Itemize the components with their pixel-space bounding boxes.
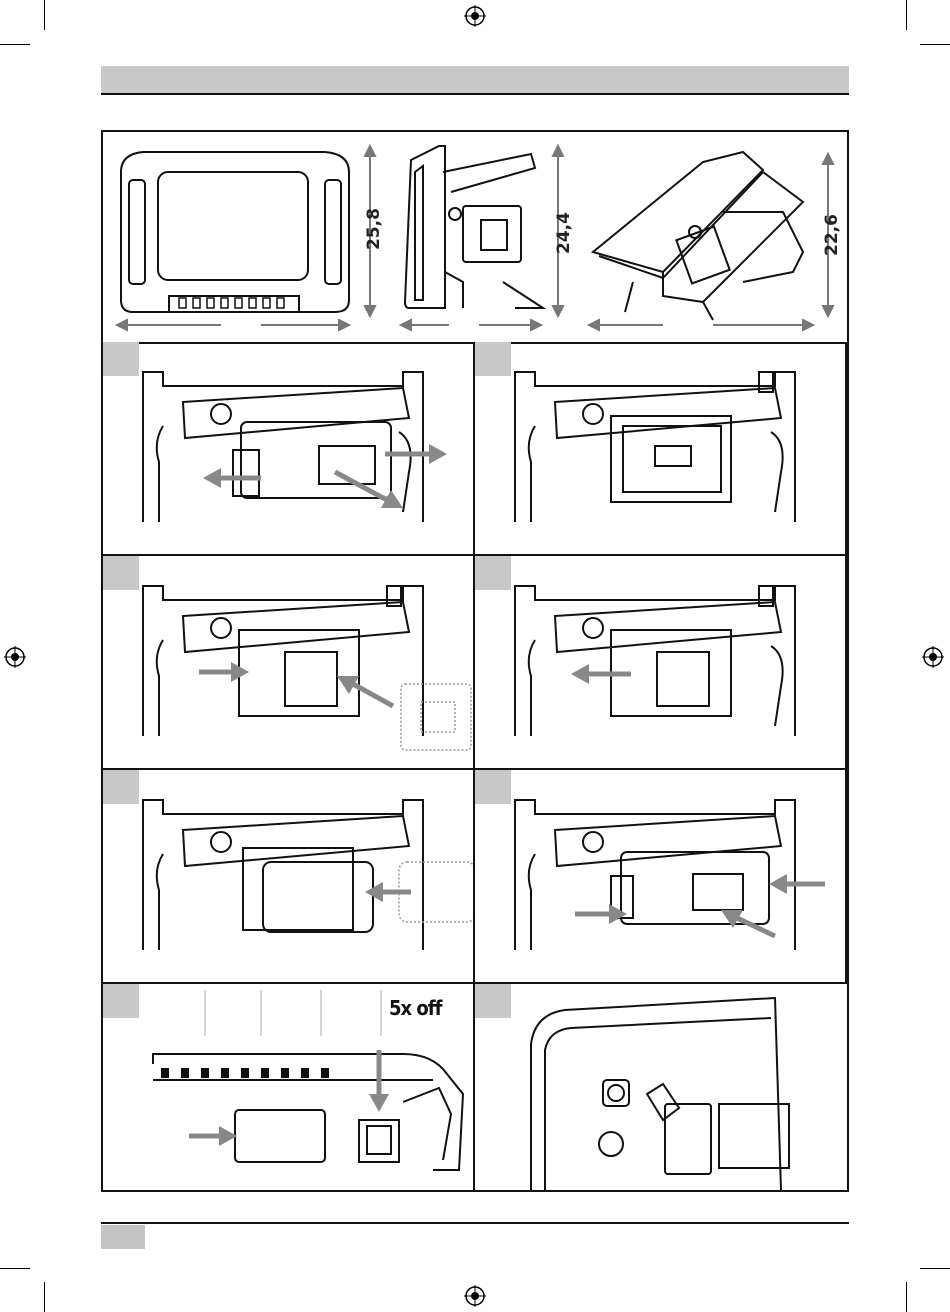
crop-mark xyxy=(44,0,45,30)
step-5-drawing xyxy=(103,770,475,984)
step-5-panel xyxy=(103,770,475,984)
crop-mark xyxy=(906,0,907,30)
step-1-drawing xyxy=(103,342,475,556)
side-view-drawing xyxy=(405,146,543,308)
registration-mark-icon xyxy=(464,1285,486,1307)
header-bar xyxy=(101,66,849,95)
crop-mark xyxy=(920,1268,950,1269)
angle-height-label: 22,6 xyxy=(822,214,842,256)
step-8-panel xyxy=(475,984,847,1190)
crop-mark xyxy=(920,44,950,45)
front-dimension-lines xyxy=(117,146,375,330)
registration-mark-icon xyxy=(4,646,26,668)
crop-mark xyxy=(0,1268,30,1269)
side-height-label: 24,4 xyxy=(554,212,574,254)
step-2-drawing xyxy=(475,342,847,556)
page-number-box xyxy=(101,1225,145,1249)
angled-dimension-lines xyxy=(589,154,833,330)
step-8-drawing xyxy=(475,984,847,1190)
crop-mark xyxy=(906,1282,907,1312)
front-view-drawing xyxy=(121,152,349,312)
step-4-panel xyxy=(475,556,847,770)
crop-mark xyxy=(0,44,30,45)
step-6-drawing xyxy=(475,770,847,984)
angled-view-drawing xyxy=(593,152,803,320)
step-7-drawing xyxy=(103,984,475,1190)
step-1-panel xyxy=(103,342,475,556)
dimension-drawings: 25,8 24,4 xyxy=(103,132,847,342)
step-7-panel: 5x off xyxy=(103,984,475,1190)
illustration-grid: 25,8 24,4 xyxy=(101,130,849,1192)
step-6-panel xyxy=(475,770,847,984)
front-height-label: 25,8 xyxy=(364,208,384,250)
dimensions-panel: 25,8 24,4 xyxy=(103,132,847,344)
step-4-drawing xyxy=(475,556,847,770)
step-2-panel xyxy=(475,342,847,556)
step-3-drawing xyxy=(103,556,475,770)
registration-mark-icon xyxy=(464,5,486,27)
crop-mark xyxy=(44,1282,45,1312)
footer-rule xyxy=(101,1222,849,1224)
registration-mark-icon xyxy=(922,646,944,668)
step-3-panel xyxy=(103,556,475,770)
